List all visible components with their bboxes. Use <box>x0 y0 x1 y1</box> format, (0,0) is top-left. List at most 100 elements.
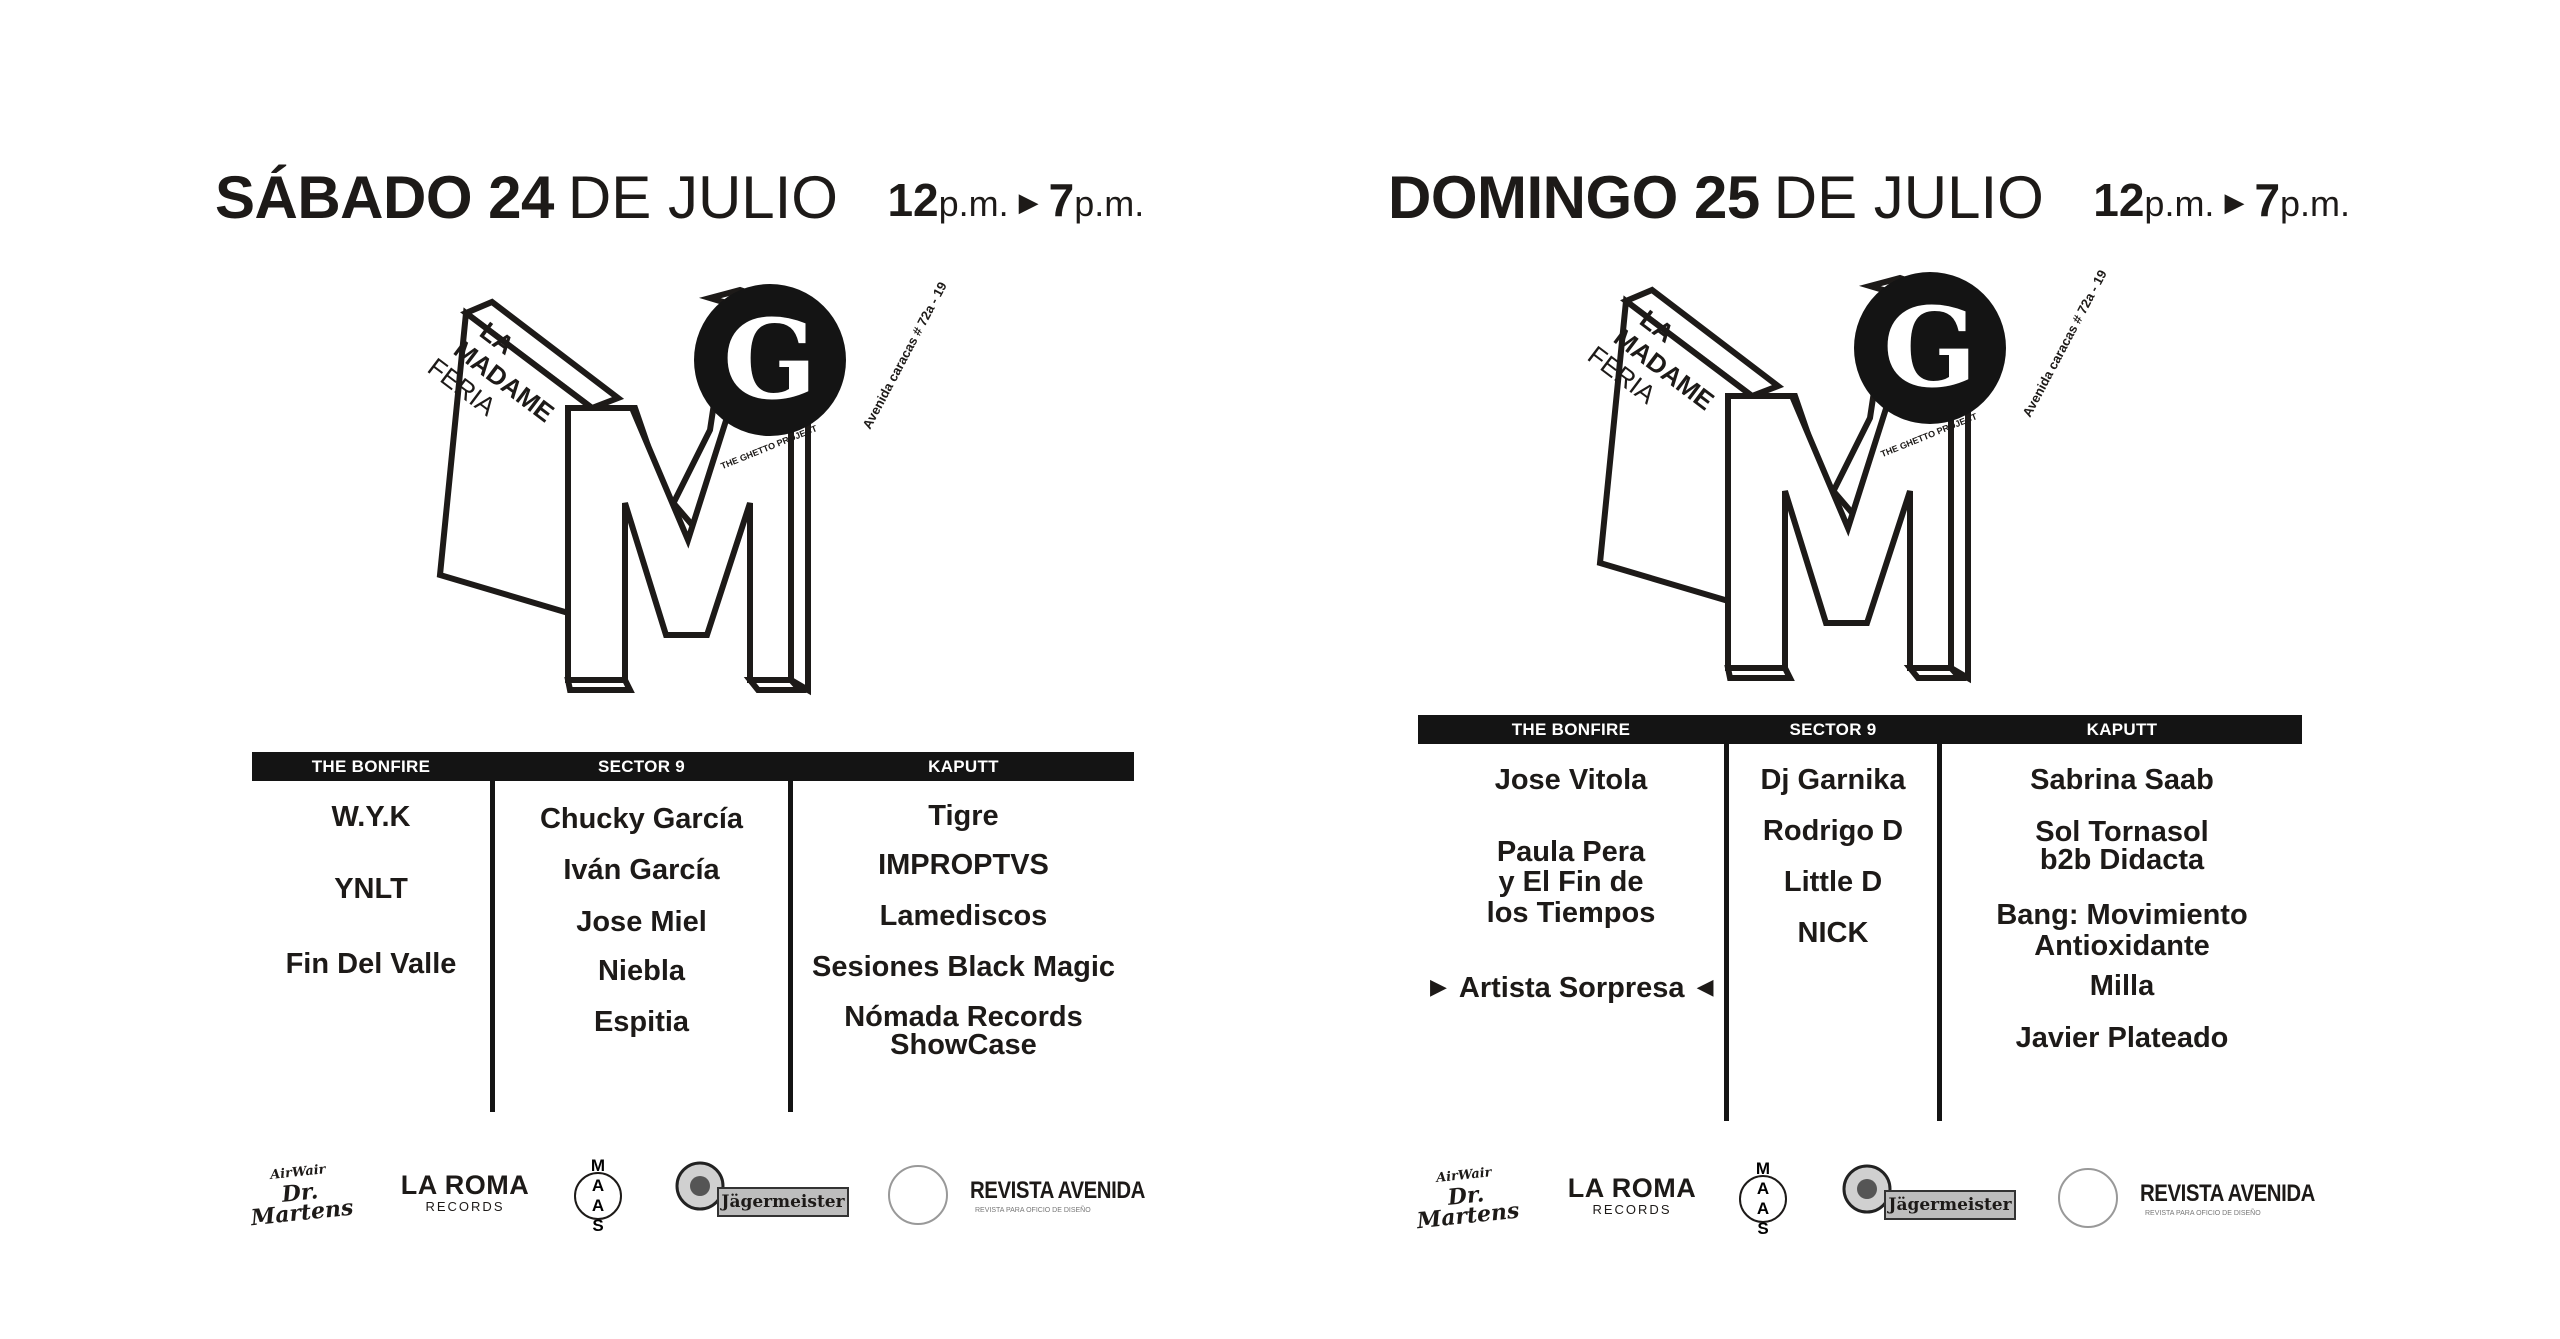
svg-text:A: A <box>1757 1179 1769 1198</box>
svg-text:M: M <box>1756 1159 1770 1178</box>
jagermeister-label: Jägermeister <box>717 1187 849 1217</box>
column-divider <box>788 752 793 1112</box>
right-triangle-icon: ▶ <box>1018 187 1039 217</box>
artist-name: Dj Garnika <box>1760 764 1906 796</box>
artist-name: Niebla <box>597 955 686 987</box>
maas-icon: M A A S <box>574 1156 622 1235</box>
sponsor-logos: AirWair Dr. Martens LA ROMA RECORDS M A … <box>1280 1158 2560 1238</box>
dr-martens-logo: AirWair Dr. Martens <box>237 1157 363 1231</box>
artist-name: Artista Sorpresa <box>1458 972 1685 1004</box>
artist-name: NICK <box>1797 917 1869 949</box>
artist-name: Nómada Records <box>844 1001 1083 1033</box>
date-day: SÁBADO 24 <box>215 164 554 231</box>
end-hour: 7 <box>2254 174 2281 226</box>
la-madame-feria-logo: LA MADAME FERIA G THE GHETTO PROJECT Ave… <box>1582 267 2110 684</box>
la-roma-name: LA ROMA <box>400 1170 530 1200</box>
column-divider <box>1724 715 1729 1121</box>
stage-column-kaputt: KAPUTT Tigre IMPROPTVS Lamediscos Sesion… <box>793 752 1134 1060</box>
start-suffix: p.m. <box>938 183 1009 224</box>
artist-name: Rodrigo D <box>1762 815 1904 847</box>
artist-name: Bang: Movimiento <box>1996 899 2248 931</box>
la-roma-records-logo: LA ROMA RECORDS <box>385 1171 545 1214</box>
madame-logo-graphic: LA MADAME FERIA G THE GHETTO PROJECT Ave… <box>422 279 950 696</box>
end-suffix: p.m. <box>1074 183 1145 224</box>
maas-logo: M A A S <box>1738 1158 1788 1240</box>
stage-header: KAPUTT <box>1942 715 2302 744</box>
end-hour: 7 <box>1048 174 1075 226</box>
artist-name: Milla <box>2089 970 2155 1002</box>
artist-name: Lamediscos <box>879 900 1048 932</box>
sponsor-logos: AirWair Dr. Martens LA ROMA RECORDS M A … <box>0 1155 1280 1235</box>
date-month: DE JULIO <box>1773 164 2044 231</box>
badge-letter: G <box>723 295 817 424</box>
stag-icon <box>1842 1164 1892 1214</box>
column-divider <box>490 752 495 1112</box>
column-divider <box>1937 715 1942 1121</box>
artist-name: W.Y.K <box>331 801 411 833</box>
artist-name: Jose Miel <box>576 906 707 938</box>
svg-text:M: M <box>591 1156 605 1175</box>
maas-icon: M A A S <box>1739 1159 1787 1238</box>
artist-name: Iván García <box>563 854 720 886</box>
time-range: 12p.m.▶7p.m. <box>887 177 1144 223</box>
artist-name: Espitia <box>593 1006 690 1038</box>
jagermeister-logo: Jägermeister <box>675 1161 855 1217</box>
la-roma-name: LA ROMA <box>1567 1173 1697 1203</box>
artist-name: Sesiones Black Magic <box>811 951 1116 983</box>
dr-martens-logo: AirWair Dr. Martens <box>1403 1160 1529 1234</box>
artist-name: Tigre <box>928 800 999 832</box>
jagermeister-logo: Jägermeister <box>1842 1164 2022 1220</box>
artist-name: ShowCase <box>890 1029 1037 1061</box>
right-triangle-icon: ▶ <box>2224 187 2245 217</box>
stage-column-the-bonfire: THE BONFIRE W.Y.K YNLT Fin Del Valle <box>252 752 490 979</box>
revista-avenida-tagline: REVISTA PARA OFICIO DE DISEÑO <box>975 1207 1091 1214</box>
la-roma-sub: RECORDS <box>1592 1202 1672 1217</box>
revista-avenida-emblem-icon <box>888 1165 948 1225</box>
svg-text:A: A <box>1757 1199 1769 1218</box>
svg-text:A: A <box>592 1196 604 1215</box>
stage-column-the-bonfire: THE BONFIRE Jose Vitola Paula Pera y El … <box>1418 715 1724 1003</box>
stage-header: THE BONFIRE <box>1418 715 1724 744</box>
artist-name: y El Fin de <box>1498 866 1644 898</box>
time-range: 12p.m.▶7p.m. <box>2093 177 2350 223</box>
right-triangle-icon: ▶ <box>1430 974 1447 999</box>
revista-avenida-tagline: REVISTA PARA OFICIO DE DISEÑO <box>2145 1210 2261 1217</box>
stage-header: THE BONFIRE <box>252 752 490 781</box>
jagermeister-label: Jägermeister <box>1884 1190 2016 1220</box>
la-madame-feria-logo: LA MADAME FERIA G THE GHETTO PROJECT Ave… <box>422 279 950 696</box>
left-triangle-icon: ◀ <box>1696 974 1714 999</box>
date-day: DOMINGO 25 <box>1388 164 1760 231</box>
maas-logo: M A A S <box>573 1155 623 1237</box>
start-hour: 12 <box>2093 174 2145 226</box>
artist-name: YNLT <box>334 873 408 905</box>
artist-name: Chucky García <box>539 803 744 835</box>
artist-name: los Tiempos <box>1486 897 1656 929</box>
stage-column-sector-9: SECTOR 9 Dj Garnika Rodrigo D Little D N… <box>1729 715 1937 948</box>
start-suffix: p.m. <box>2144 183 2215 224</box>
artist-name: Paula Pera <box>1496 836 1646 868</box>
artist-name: b2b Didacta <box>2039 844 2205 876</box>
stage-header: SECTOR 9 <box>1729 715 1937 744</box>
surprise-artist: ▶ Artista Sorpresa ◀ <box>1418 972 1724 1003</box>
artist-name: Javier Plateado <box>2015 1022 2229 1054</box>
stage-header: KAPUTT <box>793 752 1134 781</box>
svg-text:S: S <box>1757 1219 1768 1238</box>
stag-icon <box>675 1161 725 1211</box>
madame-logo-graphic: LA MADAME FERIA G THE GHETTO PROJECT Ave… <box>1582 267 2110 684</box>
revista-avenida-name: REVISTA AVENIDA <box>2140 1180 2315 1207</box>
badge-address: Avenida caracas # 72a - 19 <box>859 279 949 431</box>
artist-name: Antioxidante <box>2034 930 2210 962</box>
la-roma-sub: RECORDS <box>425 1199 505 1214</box>
badge-letter: G <box>1883 283 1977 412</box>
start-hour: 12 <box>887 174 939 226</box>
artist-name: Sabrina Saab <box>2030 764 2214 796</box>
artist-name: Sol Tornasol <box>2035 816 2209 848</box>
artist-name: Fin Del Valle <box>285 948 457 980</box>
svg-text:A: A <box>592 1176 604 1195</box>
badge-address: Avenida caracas # 72a - 19 <box>2019 267 2109 419</box>
stage-column-kaputt: KAPUTT Sabrina Saab Sol Tornasol b2b Did… <box>1942 715 2302 1053</box>
